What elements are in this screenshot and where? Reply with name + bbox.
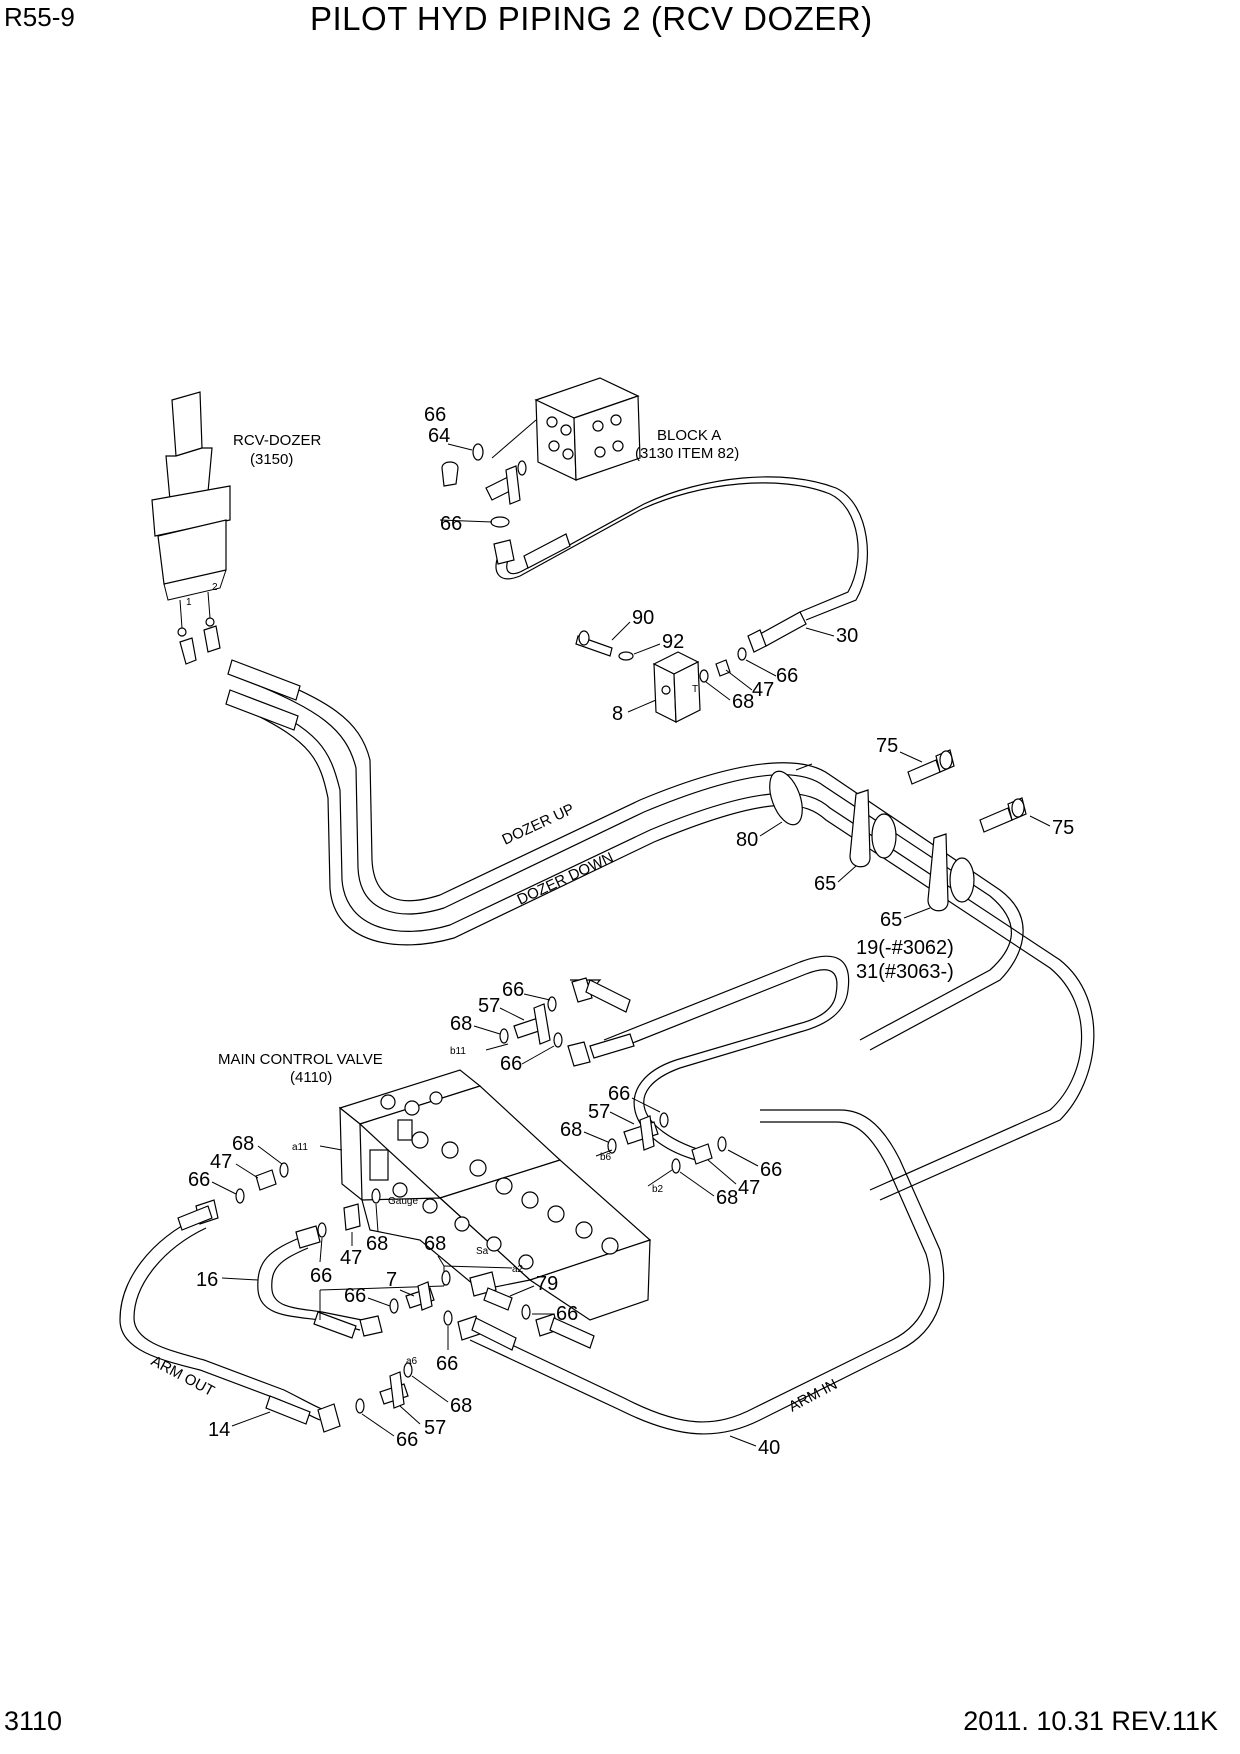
bolt-75-b[interactable] bbox=[979, 797, 1027, 833]
rcv-dozer-ref: (3150) bbox=[250, 451, 293, 468]
tee-7[interactable] bbox=[389, 1270, 451, 1314]
callout-66-a6: 66 bbox=[436, 1353, 458, 1375]
callout-57-top: 57 bbox=[478, 995, 500, 1017]
callout-66-left: 66 bbox=[188, 1169, 210, 1191]
port-label-b11: b11 bbox=[450, 1046, 466, 1057]
port-label-b6: b6 bbox=[600, 1152, 612, 1163]
callout-66-79: 66 bbox=[556, 1303, 578, 1325]
hose-16[interactable] bbox=[257, 1225, 383, 1339]
callout-68-sa: 68 bbox=[424, 1233, 446, 1255]
page-title: PILOT HYD PIPING 2 (RCV DOZER) bbox=[310, 0, 873, 37]
callout-80: 80 bbox=[736, 829, 758, 851]
dozer-up-label: DOZER UP bbox=[500, 800, 577, 848]
callout-66-mid: 66 bbox=[608, 1083, 630, 1105]
clamp-65-a[interactable] bbox=[849, 789, 897, 868]
left-fittings[interactable] bbox=[235, 1162, 289, 1204]
callout-30: 30 bbox=[836, 625, 858, 647]
block-a-label: BLOCK A bbox=[657, 427, 721, 444]
rcv-dozer-label: RCV-DOZER bbox=[233, 432, 322, 449]
callout-66-right: 66 bbox=[760, 1159, 782, 1181]
port-label-1: 1 bbox=[186, 597, 192, 608]
port-label-b2: b2 bbox=[652, 1184, 664, 1195]
callout-16: 16 bbox=[196, 1269, 218, 1291]
dozer-hose-end-fittings[interactable] bbox=[225, 659, 301, 731]
callout-47-valve: 47 bbox=[752, 679, 774, 701]
serial-31-label: 31(#3063-) bbox=[856, 961, 954, 983]
callout-47-left: 47 bbox=[210, 1151, 232, 1173]
callout-57-mid: 57 bbox=[588, 1101, 610, 1123]
main-control-valve[interactable] bbox=[338, 1069, 652, 1321]
elbow-79[interactable] bbox=[469, 1271, 531, 1320]
callout-47-right: 47 bbox=[738, 1177, 760, 1199]
callout-68-top: 68 bbox=[450, 1013, 472, 1035]
port-label-sa: Sa bbox=[476, 1246, 489, 1257]
dozer-down-label: DOZER DOWN bbox=[515, 849, 617, 908]
hose-40[interactable] bbox=[457, 1109, 945, 1435]
a6-fittings[interactable] bbox=[355, 1310, 453, 1414]
arm-in-label: ARM IN bbox=[786, 1376, 840, 1416]
rcv-dozer-joystick[interactable] bbox=[151, 391, 231, 637]
main-control-valve-label: MAIN CONTROL VALVE bbox=[218, 1051, 383, 1068]
arm-out-label: ARM OUT bbox=[148, 1353, 217, 1400]
callout-75-a: 75 bbox=[876, 735, 898, 757]
callout-79: 79 bbox=[536, 1273, 558, 1295]
tee-57-top[interactable] bbox=[499, 996, 563, 1048]
main-control-valve-ref: (4110) bbox=[290, 1069, 332, 1086]
port-label-gauge: Gauge bbox=[388, 1196, 418, 1207]
port-label-a11: a11 bbox=[292, 1142, 308, 1153]
joystick-elbow-fittings[interactable] bbox=[179, 625, 221, 665]
callout-66-top-a: 66 bbox=[502, 979, 524, 1001]
port-label-a6: a6 bbox=[406, 1356, 418, 1367]
tee-57-mid[interactable] bbox=[607, 1112, 669, 1154]
callout-7: 7 bbox=[386, 1269, 397, 1291]
callout-40: 40 bbox=[758, 1437, 780, 1459]
right-fittings[interactable] bbox=[671, 1136, 727, 1174]
callout-68-valve: 68 bbox=[732, 691, 754, 713]
callout-68-lower: 68 bbox=[366, 1233, 388, 1255]
callout-47-lower: 47 bbox=[340, 1247, 362, 1269]
page-number: 3110 bbox=[4, 1706, 63, 1736]
callout-75-b: 75 bbox=[1052, 817, 1074, 839]
hose-14[interactable] bbox=[119, 1199, 341, 1433]
bolt-75-a[interactable] bbox=[907, 749, 955, 785]
callout-68-mid: 68 bbox=[560, 1119, 582, 1141]
callout-90: 90 bbox=[632, 607, 654, 629]
callout-68-bottom: 68 bbox=[450, 1395, 472, 1417]
pipe-30[interactable] bbox=[493, 476, 868, 653]
block-a[interactable] bbox=[534, 377, 641, 481]
callout-66-block-top-visible: 66 bbox=[424, 404, 446, 426]
serial-19-label: 19(-#3062) bbox=[856, 937, 954, 959]
callout-66-arm: 66 bbox=[344, 1285, 366, 1307]
block-a-ref: (3130 ITEM 82) bbox=[635, 445, 739, 462]
revision-date: 2011. 10.31 REV.11K bbox=[963, 1706, 1218, 1736]
callout-92: 92 bbox=[662, 631, 684, 653]
lower-fittings[interactable] bbox=[317, 1188, 381, 1238]
port-label-2: 2 bbox=[212, 582, 218, 593]
callout-14: 14 bbox=[208, 1419, 230, 1441]
dozer-hoses[interactable] bbox=[249, 669, 1095, 1201]
callout-64: 64 bbox=[428, 425, 450, 447]
port-label-a2: a2 bbox=[512, 1264, 524, 1275]
callout-66-valve: 66 bbox=[776, 665, 798, 687]
bolt-90-and-washer-92[interactable] bbox=[575, 630, 634, 661]
clamp-65-b[interactable] bbox=[927, 833, 975, 912]
valve-8-fittings[interactable] bbox=[699, 647, 747, 683]
callout-57-bottom: 57 bbox=[424, 1417, 446, 1439]
callout-66-lower: 66 bbox=[310, 1265, 332, 1287]
hose-19-31[interactable] bbox=[567, 955, 850, 1161]
callout-66-block-mid: 66 bbox=[440, 513, 462, 535]
callout-66-bottom: 66 bbox=[396, 1429, 418, 1451]
callout-66-top-b: 66 bbox=[500, 1053, 522, 1075]
port-label-t: T bbox=[692, 684, 698, 695]
clamp-80[interactable] bbox=[763, 763, 813, 829]
model-code: R55-9 bbox=[4, 2, 75, 32]
callout-65-b: 65 bbox=[880, 909, 902, 931]
callout-65-a: 65 bbox=[814, 873, 836, 895]
callout-68-left: 68 bbox=[232, 1133, 254, 1155]
callout-8: 8 bbox=[612, 703, 623, 725]
valve-8[interactable] bbox=[652, 651, 701, 723]
callout-68-right: 68 bbox=[716, 1187, 738, 1209]
